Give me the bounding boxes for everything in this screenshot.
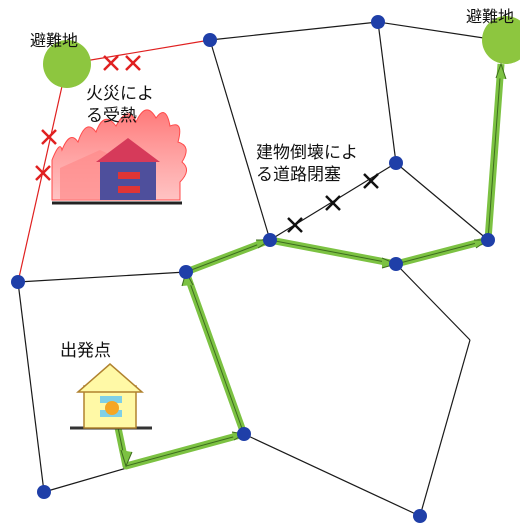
fire-label-line1: 火災によ [86,84,154,104]
collapse-label-line1: 建物倒壊によ [256,143,358,163]
route-arrow-icon [120,62,507,468]
node [389,257,403,271]
start-label: 出発点 [60,341,111,361]
collapse-label-line2: る道路閉塞 [256,165,341,185]
shelter-right-label: 避難地 [466,7,514,26]
cross-mark-icon [103,55,119,71]
node [413,509,427,523]
cross-mark-icon [325,195,341,211]
cross-mark-icon [287,217,303,233]
node [37,485,51,499]
burning-house-icon [96,138,160,200]
node [237,427,251,441]
fire-cross-mark-icons [35,55,141,181]
house-icon [70,363,152,430]
shelter-right [482,16,520,64]
node [371,15,385,29]
cross-mark-icon [35,165,51,181]
road-nodes [11,15,495,523]
node [11,275,25,289]
node [203,33,217,47]
collapse-cross-mark-icons [287,173,379,233]
node [179,265,193,279]
cross-mark-icon [41,129,57,145]
start-point-marker [105,401,119,415]
cross-mark-icon [125,55,141,71]
node [481,233,495,247]
cross-mark-icon [363,173,379,189]
fire-label-line2: る受熱 [86,106,137,126]
evacuation-route [112,63,505,470]
shelter-left-label: 避難地 [30,31,78,50]
shelter-left [43,40,91,88]
node [263,233,277,247]
node [389,156,403,170]
